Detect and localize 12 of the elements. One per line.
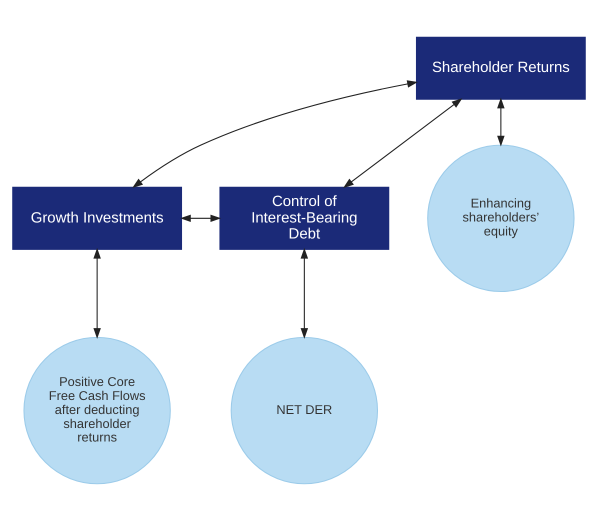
arrow bbox=[132, 80, 418, 188]
arrow bbox=[93, 247, 101, 338]
node-box: Growth Investments bbox=[12, 186, 182, 250]
arrow bbox=[300, 247, 308, 338]
arrow bbox=[180, 214, 222, 222]
node-circle: NET DER bbox=[230, 336, 378, 484]
node-box: Control of Interest-Bearing Debt bbox=[219, 186, 390, 250]
node-circle: Positive Core Free Cash Flows after deducting shareholder returns bbox=[23, 336, 171, 484]
arrow bbox=[343, 98, 462, 188]
arrow bbox=[497, 97, 505, 146]
node-box: Shareholder Returns bbox=[416, 36, 586, 100]
node-circle: Enhancing shareholders’ equity bbox=[427, 144, 575, 292]
